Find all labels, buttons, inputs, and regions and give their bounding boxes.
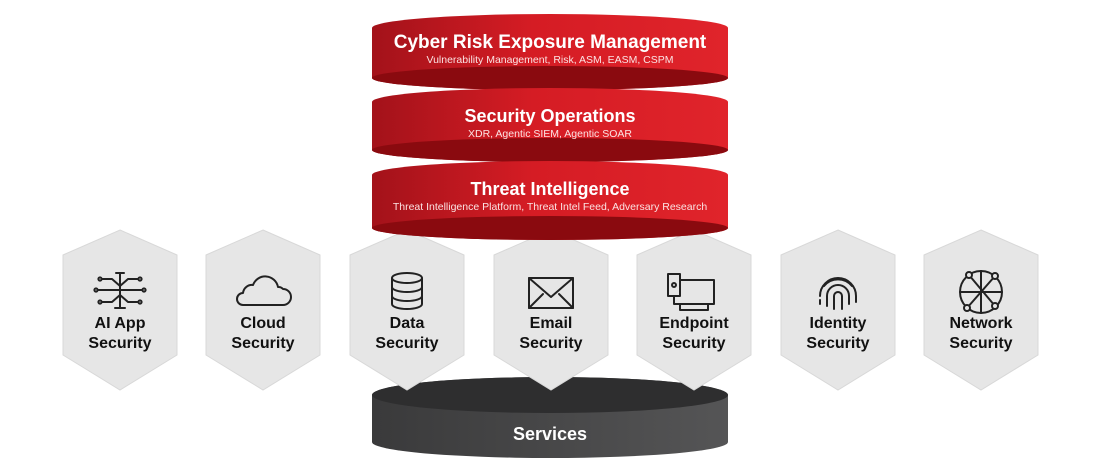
database-icon xyxy=(391,272,423,310)
layer-subtitle: XDR, Agentic SIEM, Agentic SOAR xyxy=(468,128,632,140)
pillar-label-line2: Security xyxy=(375,335,438,352)
devices-icon xyxy=(667,273,715,311)
pillar-label-line2: Security xyxy=(519,335,582,352)
pillar-label-line2: Security xyxy=(949,335,1012,352)
fingerprint-icon xyxy=(819,277,857,310)
pillar-label-line1: Data xyxy=(390,315,425,332)
layer-title: Cyber Risk Exposure Management xyxy=(394,32,707,53)
layer-title: Security Operations xyxy=(464,106,635,126)
layer-subtitle: Vulnerability Management, Risk, ASM, EAS… xyxy=(426,54,673,66)
layer-title: Threat Intelligence xyxy=(470,179,629,199)
pillar-label-line1: Endpoint xyxy=(659,315,729,332)
pillar-label-line2: Security xyxy=(662,335,725,352)
cloud-icon xyxy=(236,275,292,306)
globe-network-icon xyxy=(959,270,1003,314)
pillar-label-line1: AI App xyxy=(95,315,146,332)
neural-circuit-icon xyxy=(93,272,147,309)
pillar-label-line1: Network xyxy=(949,315,1012,332)
envelope-icon xyxy=(528,277,574,309)
pillar-label-line2: Security xyxy=(806,335,869,352)
services-label: Services xyxy=(513,424,587,444)
pillar-label-line2: Security xyxy=(88,335,151,352)
layer-subtitle: Threat Intelligence Platform, Threat Int… xyxy=(393,201,708,213)
cyber-risk-exposure-layer: Cyber Risk Exposure ManagementVulnerabil… xyxy=(372,14,728,90)
pillar-label-line2: Security xyxy=(231,335,294,352)
services-disc: Services xyxy=(372,377,728,458)
pillar-label-line1: Email xyxy=(530,315,573,332)
pillar-label-line1: Identity xyxy=(810,315,867,332)
pillar-label-line1: Cloud xyxy=(240,315,285,332)
